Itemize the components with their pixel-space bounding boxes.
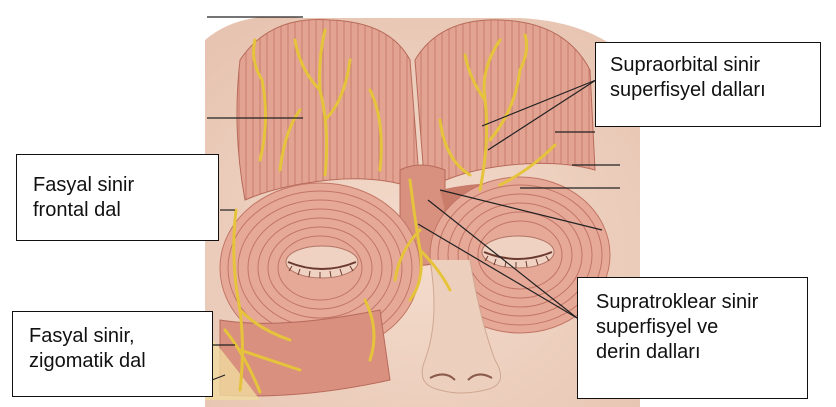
eyelid-left: [286, 246, 358, 278]
label-facial-nerve-frontal: Fasyal sinir frontal dal: [16, 154, 219, 241]
frontalis-right: [415, 20, 595, 190]
label-supratrochlear-nerve: Supratroklear sinir superfisyel ve derin…: [577, 277, 808, 399]
label-line: zigomatik dal: [29, 349, 202, 374]
label-facial-nerve-zygomatic: Fasyal sinir, zigomatik dal: [12, 311, 213, 397]
label-line: Fasyal sinir,: [29, 324, 202, 349]
label-line: Supratroklear sinir: [596, 290, 797, 315]
label-line: superfisyel ve: [596, 315, 797, 340]
label-line: frontal dal: [33, 198, 208, 223]
label-line: derin dalları: [596, 340, 797, 365]
label-supraorbital-nerve: Supraorbital sinir superfisyel dalları: [595, 42, 821, 127]
label-line: Fasyal sinir: [33, 173, 208, 198]
label-line: superfisyel dalları: [610, 78, 810, 103]
label-line: Supraorbital sinir: [610, 53, 810, 78]
